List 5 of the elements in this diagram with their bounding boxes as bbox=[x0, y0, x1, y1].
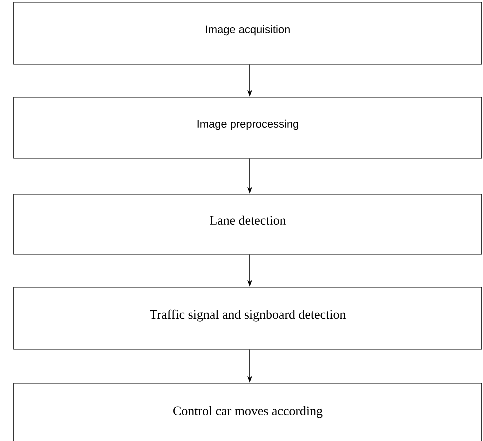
process-box: Image acquisition bbox=[14, 2, 482, 65]
process-box: Control car moves according bbox=[14, 383, 482, 441]
process-box: Traffic signal and signboard detection bbox=[14, 287, 482, 350]
process-box: Image preprocessing bbox=[14, 97, 482, 159]
process-box: Lane detection bbox=[14, 194, 482, 255]
